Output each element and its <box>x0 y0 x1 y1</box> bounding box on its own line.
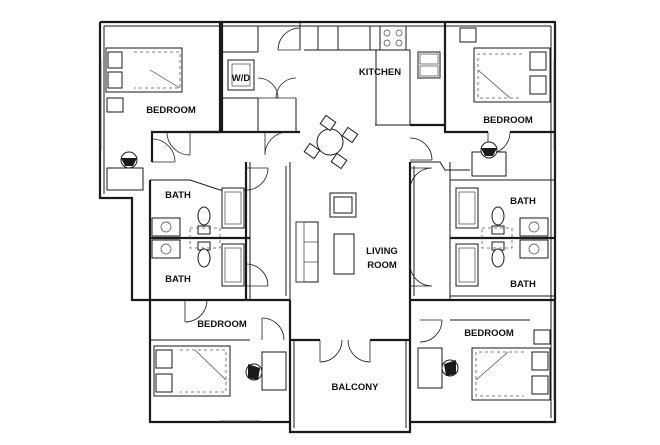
room-labels: BEDROOM W/D KITCHEN BEDROOM BATH BATH BA… <box>146 67 536 393</box>
washer-dryer <box>227 59 255 91</box>
bedroom-nw-furniture <box>105 47 183 191</box>
bedroom-sw-label: BEDROOM <box>197 319 247 330</box>
living-label-2: ROOM <box>367 260 397 271</box>
dining-set-icon <box>303 114 359 170</box>
bath-e2-label: BATH <box>510 279 536 290</box>
bedroom-nw-label: BEDROOM <box>146 105 196 116</box>
bath-east-fixtures <box>455 187 549 287</box>
bedroom-ne-furniture <box>459 27 551 177</box>
desk-chair-sw-icon <box>245 363 263 381</box>
bedroom-se-label: BEDROOM <box>464 328 514 339</box>
living-furniture <box>295 192 357 283</box>
bedroom-ne-label: BEDROOM <box>483 115 533 126</box>
kitchen-label: KITCHEN <box>359 67 401 78</box>
kitchen-fixtures <box>304 25 441 125</box>
bath-e1-label: BATH <box>510 196 536 207</box>
living-label-1: LIVING <box>366 246 398 257</box>
bath-w1-label: BATH <box>165 190 191 201</box>
desk-chair-ne-icon <box>480 141 498 159</box>
desk-chair-nw-icon <box>120 151 138 169</box>
balcony <box>288 338 412 434</box>
wd-label: W/D <box>232 73 251 84</box>
bedroom-se-furniture <box>417 329 551 401</box>
bedroom-sw-furniture <box>153 345 287 397</box>
bath-w2-label: BATH <box>165 274 191 285</box>
desk-chair-se-icon <box>441 359 459 377</box>
balcony-label: BALCONY <box>332 382 380 393</box>
exterior-walls <box>98 20 557 424</box>
bath-west-fixtures <box>151 187 245 287</box>
